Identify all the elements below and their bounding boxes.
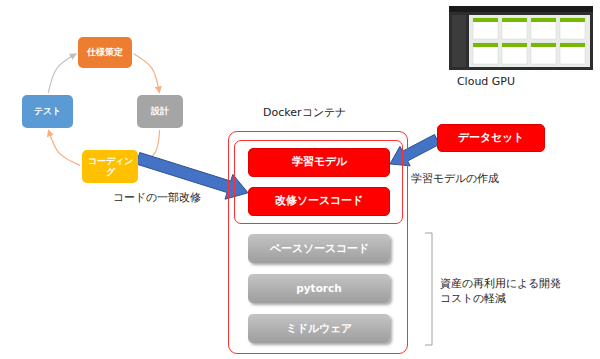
dataset-box: データセット bbox=[437, 124, 545, 152]
annotation-label: 学習モデルの作成 bbox=[411, 171, 523, 187]
box-label: テスト bbox=[34, 106, 61, 116]
box-label: データセット bbox=[458, 132, 524, 145]
source-box: 改修ソースコード bbox=[248, 187, 390, 216]
box-label: pytorch bbox=[296, 282, 341, 294]
phase-box: 設計 bbox=[137, 95, 183, 128]
cloud-gpu-screenshot bbox=[449, 6, 593, 70]
cycle-arrow bbox=[48, 54, 76, 93]
layer-box: pytorch bbox=[248, 274, 390, 303]
box-label: 設計 bbox=[151, 106, 169, 116]
docker-container: Dockerコンテナ学習モデル改修ソースコードベースソースコードpytorchミ… bbox=[228, 131, 408, 354]
box-label: 仕様策定 bbox=[87, 47, 123, 57]
box-label: 改修ソースコード bbox=[275, 195, 363, 208]
container-title: Dockerコンテナ bbox=[263, 107, 346, 120]
phase-box: コーディング bbox=[82, 150, 138, 183]
cycle-arrow bbox=[134, 54, 160, 93]
box-label: ミドルウェア bbox=[286, 322, 352, 334]
layer-box: ミドルウェア bbox=[248, 314, 390, 343]
box-label: コーディング bbox=[84, 156, 136, 177]
box-label: ベースソースコード bbox=[270, 242, 369, 254]
model-box: 学習モデル bbox=[248, 148, 390, 177]
layer-box: ベースソースコード bbox=[248, 234, 390, 263]
box-label: 学習モデル bbox=[292, 156, 347, 169]
phase-box: テスト bbox=[22, 95, 73, 128]
annotation-label: 資産の再利用による開発コストの軽減 bbox=[440, 276, 568, 306]
annotation-label: コードの一部改修 bbox=[113, 190, 225, 206]
phase-box: 仕様策定 bbox=[78, 37, 132, 68]
cycle-arrow bbox=[48, 130, 80, 165]
annotation-label: Cloud GPU bbox=[452, 74, 520, 90]
bracket bbox=[425, 233, 432, 345]
